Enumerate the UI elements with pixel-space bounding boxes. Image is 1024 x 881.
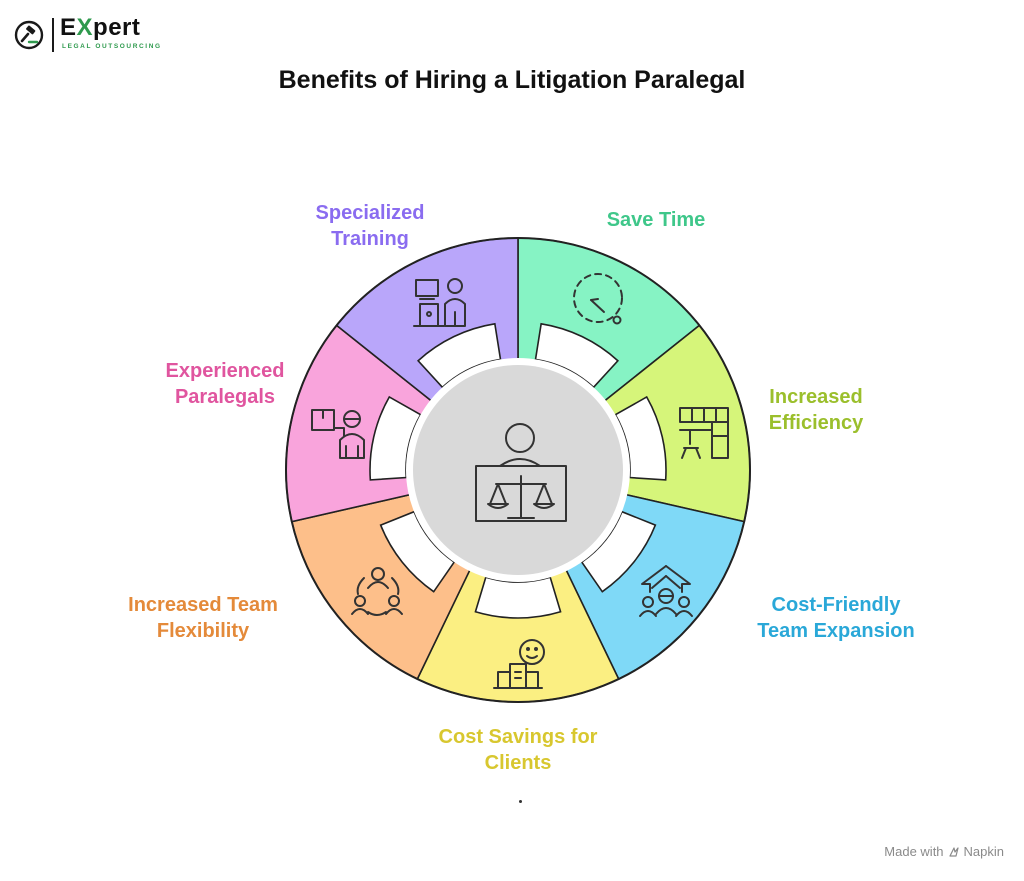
label-line: Efficiency <box>768 412 864 434</box>
logo-letters-pert: pert <box>93 14 141 41</box>
savings-icon <box>493 639 545 689</box>
label-line: Training <box>331 228 409 250</box>
label-line: Increased Team <box>128 594 278 616</box>
brand-logo: EXpert LEGAL OUTSOURCING <box>14 14 174 58</box>
label-line: Save Time <box>606 209 706 231</box>
wheel-outer-border <box>285 237 751 703</box>
logo-letter-x: X <box>76 14 94 41</box>
label-save-time: Save Time <box>586 207 726 233</box>
label-line: Increased <box>769 386 863 408</box>
label-line: Flexibility <box>156 620 250 642</box>
label-line: Paralegals <box>174 386 276 408</box>
stray-dot <box>519 800 522 803</box>
connector-tab-cost-savings-for-clients <box>474 576 562 619</box>
footer-prefix: Made with <box>884 844 944 859</box>
label-specialized-training: Specialized Training <box>300 200 440 252</box>
logo-divider <box>52 18 54 52</box>
label-cost-friendly-team-expansion: Cost-Friendly Team Expansion <box>746 592 926 644</box>
gavel-icon <box>14 20 44 50</box>
label-line: Specialized <box>315 202 425 224</box>
logo-letter-e: E <box>60 14 77 41</box>
label-line: Cost-Friendly <box>771 594 901 616</box>
judge-scales-icon <box>475 423 567 522</box>
made-with-napkin: Made with Napkin <box>884 844 1004 859</box>
delivery-person-icon <box>311 409 365 459</box>
team-cycle-icon <box>351 567 403 616</box>
label-line: Experienced <box>165 360 285 382</box>
page-title: Benefits of Hiring a Litigation Paralega… <box>278 66 746 94</box>
logo-wordmark: EXpert <box>60 14 140 42</box>
team-growth-icon <box>639 565 693 617</box>
label-experienced-paralegals: Experienced Paralegals <box>150 358 300 410</box>
clock-icon <box>573 273 623 325</box>
napkin-logo-icon <box>948 846 959 857</box>
trainer-icon <box>413 278 466 327</box>
center-circle <box>413 365 623 575</box>
workspace-icon <box>679 407 729 459</box>
label-increased-efficiency: Increased Efficiency <box>748 384 884 436</box>
logo-subtitle: LEGAL OUTSOURCING <box>62 43 162 50</box>
footer-brand: Napkin <box>963 844 1004 859</box>
label-line: Team Expansion <box>757 620 915 642</box>
label-cost-savings-for-clients: Cost Savings for Clients <box>418 724 618 776</box>
label-line: Cost Savings for <box>438 726 598 748</box>
label-increased-team-flexibility: Increased Team Flexibility <box>108 592 298 644</box>
label-line: Clients <box>484 752 552 774</box>
